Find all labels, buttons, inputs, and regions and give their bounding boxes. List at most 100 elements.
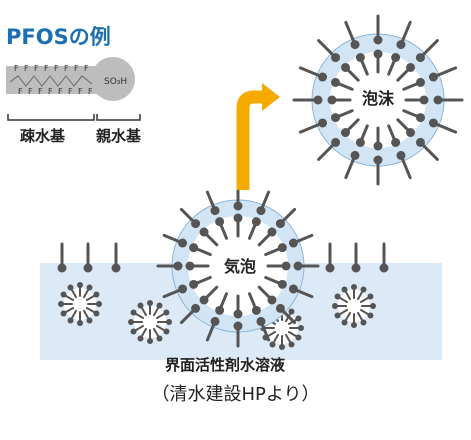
- fluorine-atom: F: [54, 64, 59, 73]
- micelle: [128, 300, 172, 344]
- surfactant-head: [275, 303, 285, 313]
- fluorine-atom: F: [84, 64, 89, 73]
- surfactant-head: [327, 95, 337, 105]
- surfactant-head: [60, 291, 67, 298]
- surfactant-head: [298, 325, 304, 331]
- surfactant-head: [318, 72, 328, 82]
- surfactant-head: [233, 309, 243, 319]
- surfactant-head: [210, 206, 220, 216]
- surfactant-head: [173, 261, 183, 271]
- surfactant-head: [350, 150, 360, 160]
- surfactant-head: [379, 263, 389, 273]
- surfactant-head: [355, 53, 365, 63]
- fluorine-atom: F: [48, 87, 53, 96]
- surfactant-head: [313, 95, 323, 105]
- surfactant-head: [163, 309, 170, 316]
- surfactant-head: [360, 286, 367, 293]
- hydrophobic-bracket: [7, 114, 95, 121]
- micelle: [332, 284, 376, 328]
- surfactant-head: [415, 53, 425, 63]
- surfactant-head: [373, 155, 383, 165]
- hydrophilic-bracket: [96, 114, 141, 121]
- surfactant-head: [360, 319, 367, 326]
- fluorine-atom: F: [44, 64, 49, 73]
- surfactant-head: [288, 238, 298, 248]
- surfactant-head: [351, 263, 361, 273]
- surfactant-head: [370, 303, 376, 309]
- surfactant-head: [189, 279, 199, 289]
- surfactant-head: [355, 137, 365, 147]
- surfactant-head: [288, 341, 295, 348]
- surfactant-head: [351, 284, 357, 290]
- surfactant-head: [191, 219, 201, 229]
- group-brackets: [7, 114, 141, 121]
- surfactant-head: [415, 137, 425, 147]
- fluorine-atom: F: [74, 64, 79, 73]
- surfactant-head: [178, 238, 188, 248]
- surfactant-head: [367, 312, 374, 319]
- surfactant-head: [166, 319, 172, 325]
- micelle-core: [338, 290, 370, 322]
- surfactant-head: [178, 284, 188, 294]
- hydrophilic-label: 親水基: [96, 127, 142, 145]
- micelle-core: [64, 288, 96, 320]
- rise-arrow-shaft: [236, 90, 262, 190]
- surfactant-head: [267, 227, 277, 237]
- surfactant-head: [156, 335, 163, 342]
- surfactant-head: [128, 319, 134, 325]
- surfactant-head: [233, 213, 243, 223]
- surfactant-head: [86, 284, 93, 291]
- fluorine-atom: F: [68, 87, 73, 96]
- surfactant-head: [256, 316, 266, 326]
- surfactant-head: [83, 263, 93, 273]
- surfactant-head: [137, 302, 144, 309]
- surfactant-head: [251, 217, 261, 227]
- surfactant-head: [111, 263, 121, 273]
- surfactant-head: [189, 243, 199, 253]
- surfactant-head: [341, 286, 348, 293]
- fluorine-atom: F: [18, 87, 23, 96]
- hydrophobic-label: 疎水基: [20, 127, 66, 145]
- surfactant-head: [96, 301, 102, 307]
- surfactant-head: [191, 303, 201, 313]
- surfactant-head: [334, 312, 341, 319]
- surfactant-head: [130, 309, 137, 316]
- surfactant-head: [275, 219, 285, 229]
- surfactant-head: [147, 338, 153, 344]
- surfactant-head: [331, 137, 341, 147]
- foam-bubble: [292, 14, 464, 186]
- micelle-core: [134, 306, 166, 338]
- surfactant-head: [350, 40, 360, 50]
- surfactant-head: [60, 310, 67, 317]
- surfactant-head: [295, 334, 302, 341]
- fluorine-atom: F: [78, 87, 83, 96]
- surfactant-head: [406, 128, 416, 138]
- surfactant-head: [373, 141, 383, 151]
- surfactant-head: [130, 328, 137, 335]
- surfactant-head: [67, 284, 74, 291]
- surfactant-head: [288, 284, 298, 294]
- surfactant-head: [277, 243, 287, 253]
- surfactant-head: [251, 305, 261, 315]
- surfactant-head: [233, 321, 243, 331]
- surface-surfactants: [57, 242, 389, 273]
- surfactant-head: [334, 293, 341, 300]
- surfactant-head: [433, 95, 443, 105]
- surfactant-head: [147, 300, 153, 306]
- fluorine-atom: F: [14, 64, 19, 73]
- surfactant-head: [332, 303, 338, 309]
- pfos-title: PFOSの例: [6, 25, 111, 49]
- surfactant-head: [156, 302, 163, 309]
- surfactant-head: [293, 261, 303, 271]
- surfactant-head: [373, 49, 383, 59]
- surfactant-head: [58, 301, 64, 307]
- surfactant-head: [318, 118, 328, 128]
- surfactant-head: [86, 317, 93, 324]
- surfactant-head: [269, 341, 276, 348]
- surfactant-head: [295, 315, 302, 322]
- fluorine-atom: F: [34, 64, 39, 73]
- surfactant-head: [185, 261, 195, 271]
- surfactant-head: [340, 62, 350, 72]
